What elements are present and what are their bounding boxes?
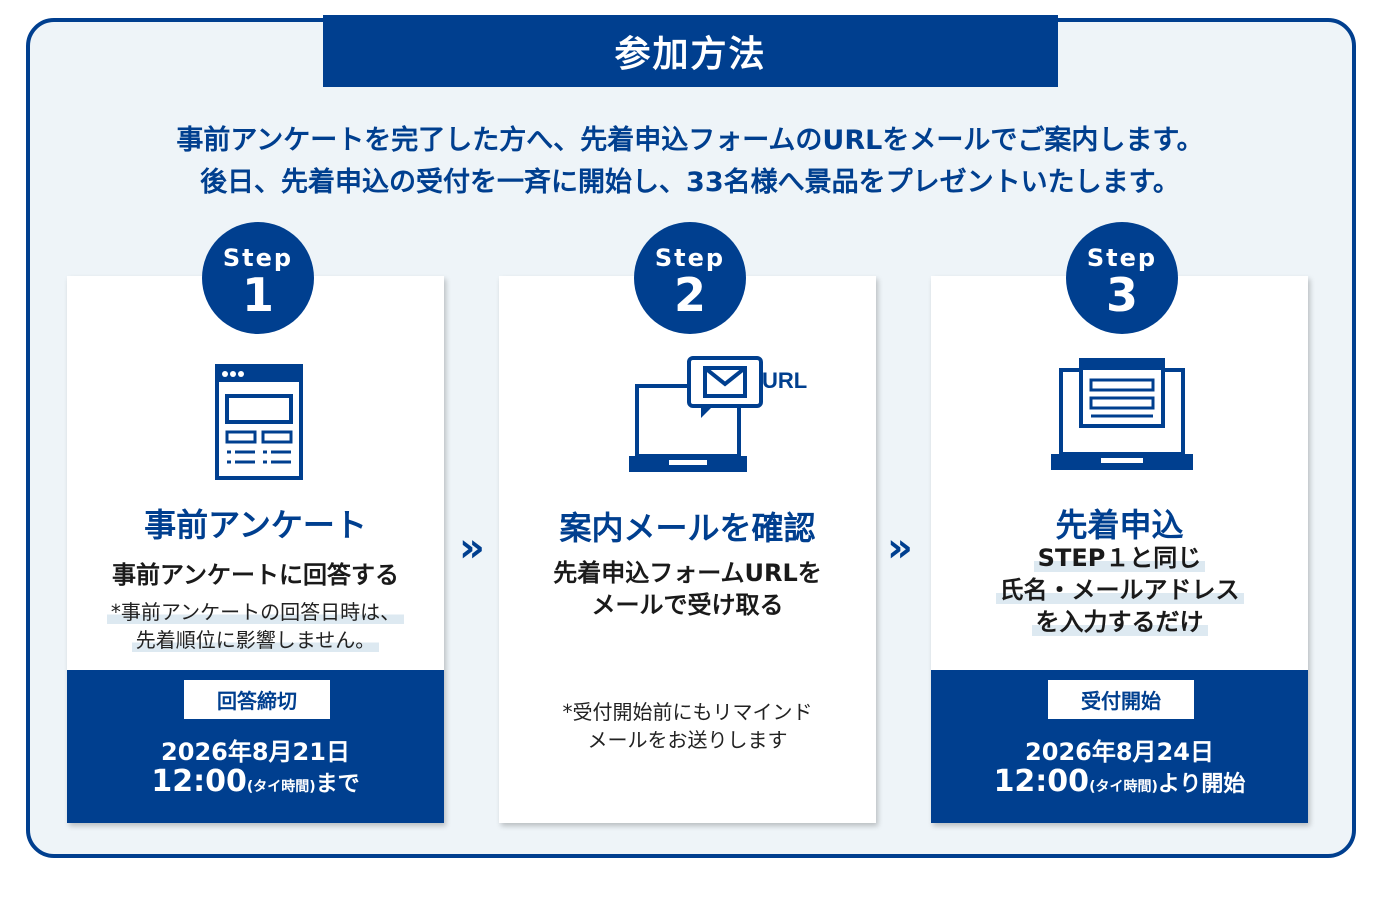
step-2-text: 先着申込フォームURLを メールで受け取る: [553, 559, 822, 619]
step-3-title: 先着申込: [1055, 506, 1184, 544]
step-2-title: 案内メールを確認: [559, 509, 816, 547]
start-date: 2026年8月24日: [1025, 738, 1214, 766]
step-2-badge: Step 2: [634, 222, 746, 334]
chevron-right-icon: »: [887, 525, 913, 571]
deadline-label: 回答締切: [184, 680, 330, 719]
step-3-text: STEP１と同じ 氏名・メールアドレス を入力するだけ: [931, 542, 1308, 638]
step-1-title: 事前アンケート: [144, 506, 367, 544]
intro-line-2: 後日、先着申込の受付を一斉に開始し、33名様へ景品をプレゼントいたします。: [200, 167, 1180, 198]
page-title: 参加方法: [323, 15, 1058, 87]
step-1-deadline: 回答締切 2026年8月21日 12:00(タイ時間)まで: [67, 670, 444, 823]
chevron-right-icon: »: [459, 525, 485, 571]
laptop-form-icon: [1051, 358, 1193, 470]
start-time: 12:00(タイ時間)より開始: [993, 764, 1246, 799]
svg-text:URL: URL: [762, 368, 807, 393]
step-2-note: *受付開始前にもリマインド メールをお送りします: [562, 700, 813, 752]
step-1-text: 事前アンケートに回答する: [111, 561, 400, 589]
deadline-time: 12:00(タイ時間)まで: [151, 764, 360, 799]
step-1-badge: Step 1: [202, 222, 314, 334]
survey-form-icon: [215, 364, 303, 480]
step-1-card: 事前アンケート 事前アンケートに回答する *事前アンケートの回答日時は、 先着順…: [67, 276, 444, 823]
intro-line-1: 事前アンケートを完了した方へ、先着申込フォームのURLをメールでご案内します。: [176, 125, 1204, 156]
step-2-card: URL 案内メールを確認 先着申込フォームURLを メールで受け取る *受付開始…: [499, 276, 876, 823]
step-1-note: *事前アンケートの回答日時は、 先着順位に影響しません。: [67, 598, 444, 654]
laptop-mail-icon: URL: [629, 356, 807, 472]
start-label: 受付開始: [1048, 680, 1194, 719]
step-3-start: 受付開始 2026年8月24日 12:00(タイ時間)より開始: [931, 670, 1308, 823]
deadline-date: 2026年8月21日: [161, 738, 350, 766]
step-3-card: 先着申込 STEP１と同じ 氏名・メールアドレス を入力するだけ 受付開始 20…: [931, 276, 1308, 823]
step-3-badge: Step 3: [1066, 222, 1178, 334]
